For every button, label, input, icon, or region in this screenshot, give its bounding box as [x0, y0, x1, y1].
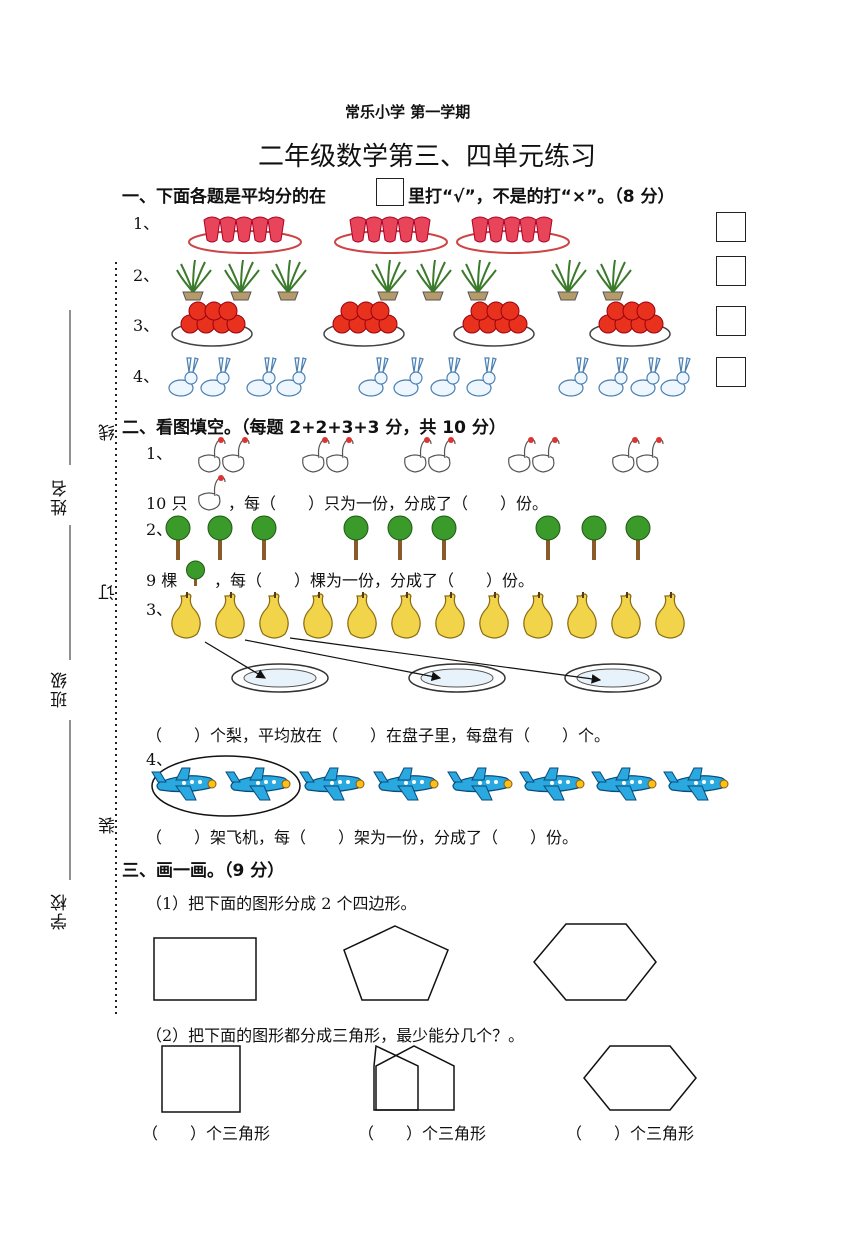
square-shape [161, 1045, 241, 1113]
item-number: 2、 [133, 266, 160, 285]
school-term: 常乐小学 第一学期 [345, 103, 471, 121]
page-title: 二年级数学第三、四单元练习 [258, 142, 597, 172]
q3-text: （ ）个梨，平均放在（ ）在盘子里，每盘有（ ）个。 [146, 726, 611, 745]
pears-image [171, 591, 686, 639]
q2-text: ，每（ ）棵为一份，分成了（ ）份。 [214, 571, 535, 590]
hexagon-shape [533, 923, 657, 1001]
q1-prefix: 10 只 [146, 494, 188, 513]
strawberry-plates-image [188, 216, 570, 254]
section3-part2: （2）把下面的图形都分成三角形，最少能分几个？。 [146, 1026, 525, 1045]
answer-1: （ ）个三角形 [142, 1124, 271, 1143]
rectangle-shape [153, 937, 257, 1001]
class-label: 班级 [51, 670, 71, 708]
shapes-row-2 [161, 1044, 697, 1113]
hexagon-shape-2 [583, 1045, 697, 1111]
answer-box-4[interactable] [716, 357, 746, 387]
item-number: 1、 [133, 214, 160, 233]
binding-zhuang-char: 装 [99, 815, 119, 834]
plates-with-arrows [204, 637, 662, 693]
q4-text: （ ）架飞机，每（ ）架为一份，分成了（ ）份。 [146, 828, 579, 847]
section1-heading-suffix: 里打“√”，不是的打“×”。（8 分） [408, 187, 675, 207]
answer-box-2[interactable] [716, 256, 746, 286]
geese-image [198, 436, 664, 473]
question-number: 1、 [146, 444, 173, 463]
section1-heading-prefix: 一、下面各题是平均分的在 [122, 187, 326, 207]
goose-icon [198, 475, 226, 511]
house-pentagon-shape [375, 1045, 455, 1111]
heading-inline-box [376, 178, 404, 206]
answer-box-1[interactable] [716, 212, 746, 242]
rabbit-groups-image [168, 357, 691, 397]
binding-ding-char: 订 [99, 582, 119, 601]
answer-2: （ ）个三角形 [358, 1124, 487, 1143]
shapes-row-1 [153, 923, 657, 1001]
trees-image [165, 515, 651, 561]
item-number: 4、 [133, 367, 160, 386]
question-number: 2、 [146, 520, 173, 539]
binding-margin [69, 262, 117, 1018]
pentagon-shape [343, 925, 449, 1001]
section3-part1: （1）把下面的图形分成 2 个四边形。 [146, 894, 417, 913]
tomato-plates-image [171, 301, 671, 347]
question-number: 3、 [146, 600, 173, 619]
potted-plants-image [176, 259, 632, 301]
name-label: 姓名 [51, 478, 71, 516]
question-number: 4、 [146, 750, 173, 769]
section3-heading: 三、画一画。（9 分） [122, 861, 285, 881]
binding-line-char: 线 [99, 422, 119, 441]
answer-box-3[interactable] [716, 306, 746, 336]
q2-prefix: 9 棵 [146, 571, 178, 590]
section2-heading: 二、看图填空。（每题 2+2+3+3 分，共 10 分） [122, 418, 506, 438]
item-number: 3、 [133, 316, 160, 335]
school-label: 学校 [51, 892, 71, 930]
q1-text: ，每（ ）只为一份，分成了（ ）份。 [228, 494, 549, 513]
airplanes-image [151, 755, 729, 817]
answer-3: （ ）个三角形 [566, 1124, 695, 1143]
tree-icon [186, 560, 205, 586]
